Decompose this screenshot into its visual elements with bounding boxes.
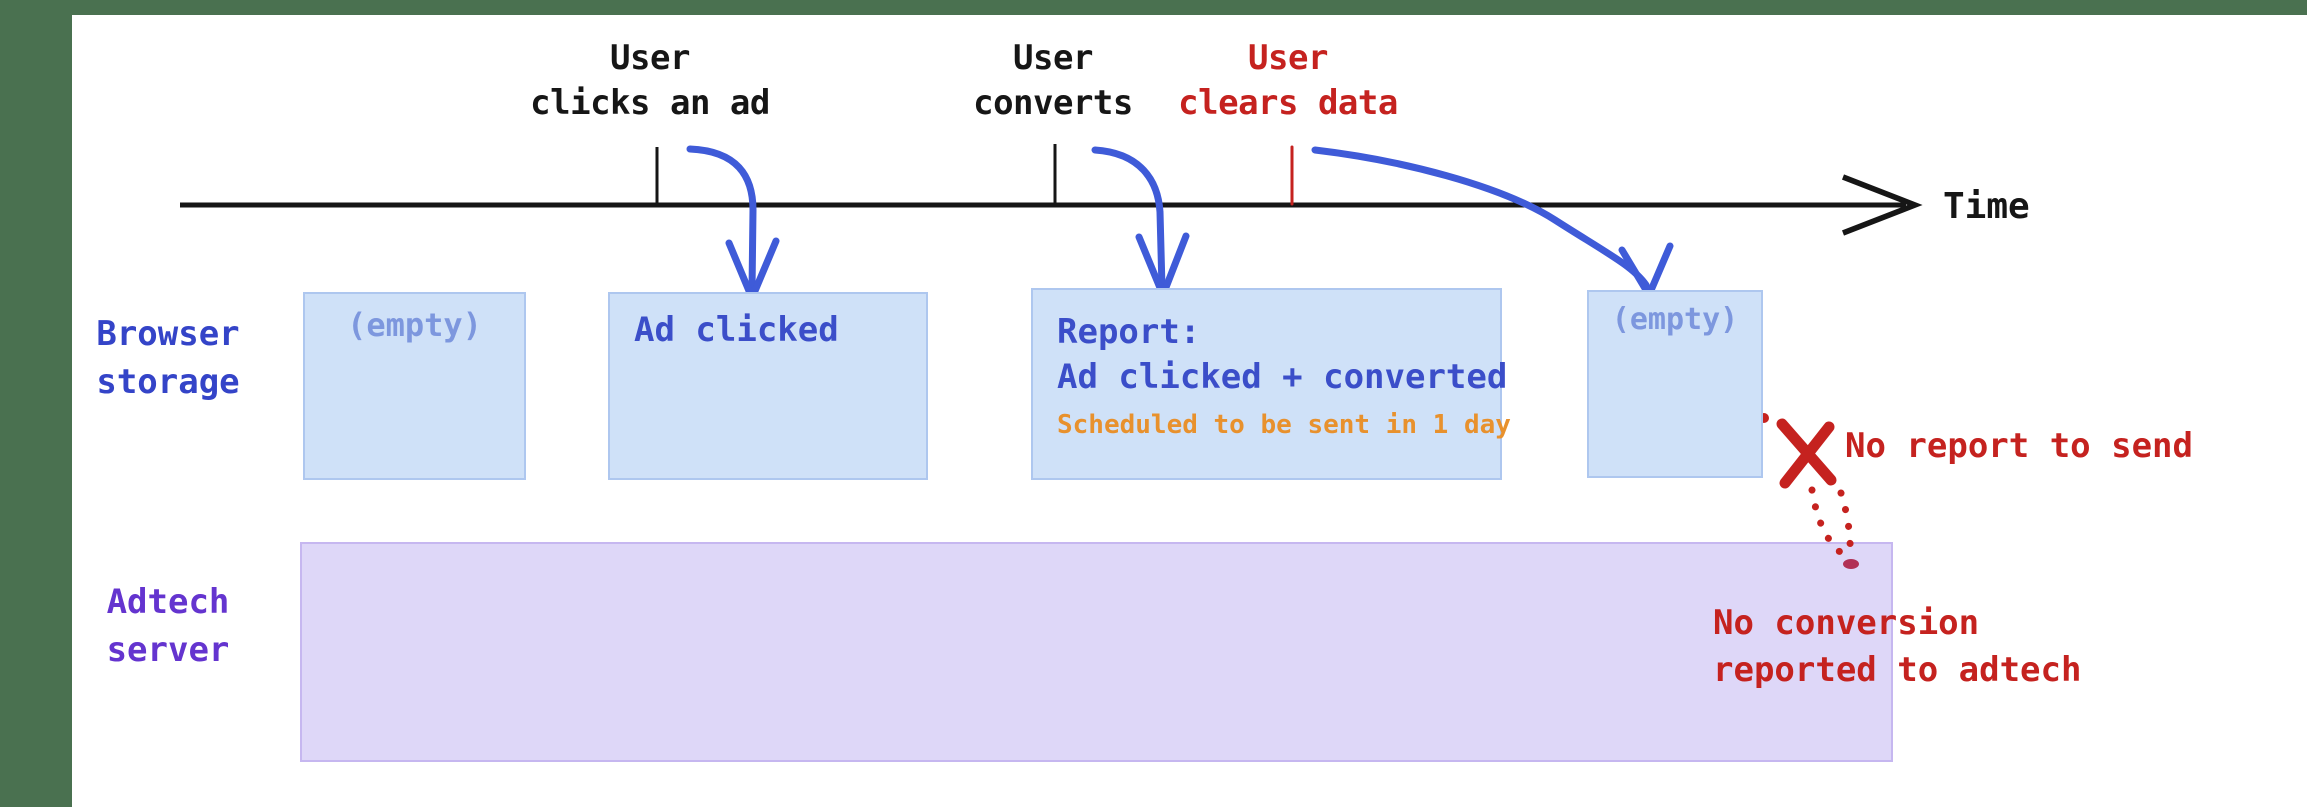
storage-box-empty-1: (empty) (303, 292, 526, 480)
event-line: User (610, 38, 690, 78)
event-line: User (1013, 38, 1093, 78)
row-label-browser-storage: Browser storage (85, 310, 251, 406)
event-label-user-clears-data: User clears data (1178, 36, 1398, 126)
row-label-line: Adtech (106, 582, 230, 622)
report-schedule-note: Scheduled to be sent in 1 day (1057, 410, 1511, 440)
storage-box-report: Report: Ad clicked + converted Scheduled… (1031, 288, 1511, 480)
row-label-adtech-server: Adtech server (85, 578, 251, 674)
event-line: clicks an ad (530, 83, 770, 123)
storage-box-empty-2: (empty) (1587, 290, 1763, 478)
event-line: User (1248, 38, 1328, 78)
row-label-line: Browser (96, 314, 240, 354)
row-label-line: server (106, 630, 230, 670)
row-label-line: storage (96, 362, 240, 402)
report-subtitle: Ad clicked + converted (1057, 357, 1508, 397)
report-title: Report: (1057, 312, 1201, 352)
storage-box-text: (empty) (347, 306, 482, 344)
storage-box-text: (empty) (1611, 302, 1739, 337)
adtech-server-box (300, 542, 1893, 762)
annotation-no-conversion: No conversion reported to adtech (1713, 600, 2081, 694)
time-axis-label: Time (1943, 186, 2030, 227)
annotation-line: reported to adtech (1713, 650, 2082, 690)
event-line: converts (973, 83, 1133, 123)
event-label-user-converts: User converts (973, 36, 1133, 126)
annotation-no-report: No report to send (1845, 426, 2193, 466)
event-line: clears data (1178, 83, 1398, 123)
annotation-line: No conversion (1713, 603, 1980, 643)
storage-box-text: Ad clicked (634, 310, 839, 350)
storage-box-ad-clicked: Ad clicked (608, 292, 928, 480)
event-label-user-clicks-ad: User clicks an ad (530, 36, 770, 126)
